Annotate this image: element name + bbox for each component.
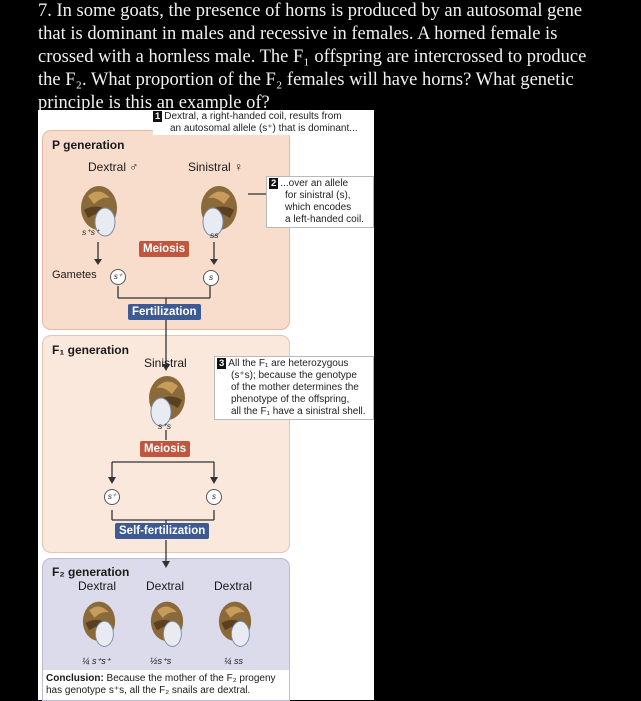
p-gamete-dominant: s⁺ [110, 269, 126, 285]
callout-2-line-4: a left-handed coil. [285, 214, 364, 225]
conclusion-label: Conclusion: [46, 673, 104, 684]
p-generation-panel [42, 130, 290, 330]
gametes-label: Gametes [52, 269, 97, 281]
question-line-2: that is dominant in males and recessive … [38, 24, 558, 44]
p-generation-title: P generation [52, 138, 125, 152]
f2-dextral-snail-2 [150, 601, 184, 647]
callout-3-number: 3 [217, 358, 227, 369]
callout-1-line-1: Dextral, a right-handed coil, results fr… [164, 111, 342, 122]
p-sinistral-snail-image [201, 186, 237, 237]
question-line-1: 7. In some goats, the presence of horns … [38, 1, 583, 21]
question-line-3: crossed with a hornless male. The F₁ off… [38, 47, 587, 67]
f2-ratio-3: ¼ ss [224, 656, 244, 666]
f1-genotype: s⁺s [158, 421, 171, 431]
f1-sinistral-snail-image [149, 376, 185, 427]
f2-label-2: Dextral [146, 579, 185, 593]
f1-sinistral-label: Sinistral [144, 356, 187, 370]
conclusion-line-2: has genotype s⁺s, all the F₂ snails are … [46, 685, 251, 696]
callout-2-line-1: ...over an allele [280, 178, 349, 189]
fertilization-label: Fertilization [128, 304, 201, 320]
question-text: 7. In some goats, the presence of horns … [38, 0, 628, 115]
self-fertilization-label: Self-fertilization [115, 523, 210, 539]
callout-3-line-4: phenotype of the offspring, [231, 394, 350, 405]
conclusion-text: Conclusion: Because the mother of the F₂… [46, 673, 276, 697]
p-dextral-genotype: s⁺s⁺ [82, 227, 100, 237]
conclusion-line-1: Because the mother of the F₂ progeny [103, 673, 276, 684]
f1-generation-title: F₁ generation [52, 343, 129, 357]
f2-dextral-snail-3 [218, 601, 252, 647]
f1-meiosis-label: Meiosis [140, 441, 191, 457]
p-sinistral-genotype: ss [210, 230, 219, 240]
callout-3-line-3: of the mother determines the [231, 382, 359, 393]
f2-label-3: Dextral [214, 579, 253, 593]
f2-generation-title: F₂ generation [52, 565, 130, 579]
callout-1-number: 1 [153, 111, 163, 122]
callout-3-line-1: All the F₁ are heterozygous [228, 358, 349, 369]
question-line-4: the F₂. What proportion of the F₂ female… [38, 70, 574, 90]
f2-ratio-1: ¼ s⁺s⁺ [82, 656, 111, 666]
callout-3-line-2: (s⁺s); because the genotype [231, 370, 357, 381]
f2-ratio-2: ½s⁺s [150, 656, 172, 666]
f2-label-1: Dextral [78, 579, 117, 593]
f1-gamete-dominant: s⁺ [104, 489, 120, 505]
callout-2-line-2: for sinistral (s), [285, 190, 351, 201]
p-dextral-male-label: Dextral ♂ [88, 160, 139, 174]
question-line-5: principle is this an example of? [38, 93, 270, 113]
callout-2-line-3: which encodes [285, 202, 352, 213]
connector-lines [94, 193, 266, 568]
callout-3-line-5: all the F₁ have a sinistral shell. [231, 406, 366, 417]
p-dextral-snail-image [81, 186, 117, 237]
callout-2: 2...over an allele for sinistral (s), wh… [266, 176, 374, 228]
p-gamete-recessive: s [203, 270, 219, 286]
callout-2-number: 2 [269, 178, 279, 189]
callout-1-line-2: an autosomal allele (s⁺) that is dominan… [170, 123, 358, 134]
p-meiosis-label: Meiosis [139, 241, 190, 257]
f1-gamete-recessive: s [206, 489, 222, 505]
p-sinistral-female-label: Sinistral ♀ [188, 160, 244, 174]
f2-dextral-snail-1 [82, 601, 116, 647]
